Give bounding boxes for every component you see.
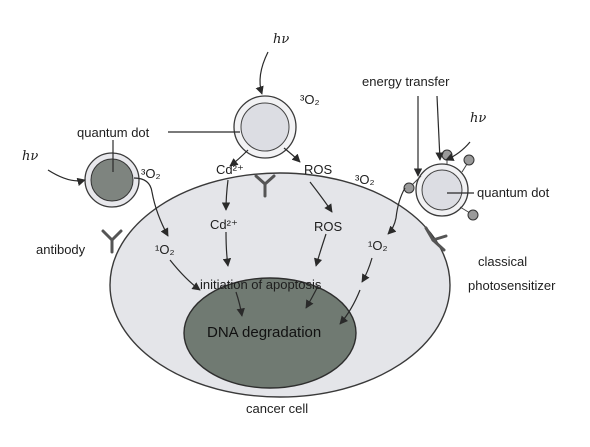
photon-arrow-center [255, 51, 269, 95]
quantum-dot-right [415, 163, 469, 217]
quantum-dot-label-right: quantum dot [477, 185, 550, 200]
photon-arrow-right [445, 141, 471, 161]
apoptosis-arrow-right [339, 289, 361, 325]
classical-label: classical [478, 254, 527, 269]
antibody-label: antibody [36, 242, 86, 257]
triplet-oxygen-left: ³O₂ [141, 166, 161, 181]
ros-label-outer: ROS [304, 162, 333, 177]
photon-arrow-left [47, 169, 86, 187]
quantum-dot-center [233, 95, 297, 159]
energy-transfer-arrow [435, 95, 444, 161]
antibody-icon [254, 174, 276, 198]
singlet-oxygen-right: ¹O₂ [368, 238, 388, 253]
apoptosis-arrow-left [235, 291, 245, 317]
cadmium-ion-label-inner: Cd²⁺ [210, 217, 238, 232]
ros-label-inner: ROS [314, 219, 343, 234]
ros-arrow-3 [314, 233, 327, 267]
cd-arrow-3 [222, 231, 232, 267]
oxygen-arrow-right [387, 187, 406, 235]
triplet-oxygen-right: ³O₂ [355, 172, 375, 187]
photosensitizer-beads [403, 149, 479, 221]
initiation-of-apoptosis-label: initiation of apoptosis [200, 277, 322, 292]
ros-arrow-2 [309, 181, 333, 213]
cd-arrow-2 [221, 179, 231, 211]
singlet-arrow-left [169, 259, 201, 291]
cadmium-ion-label-outer: Cd²⁺ [216, 162, 244, 177]
singlet-oxygen-left: ¹O₂ [155, 242, 175, 257]
apoptosis-arrow-mid [305, 285, 319, 309]
hv-label-center: hν [273, 32, 289, 47]
antibody-icon [101, 229, 123, 254]
antibody-icon [424, 226, 448, 252]
hv-label-right: hν [470, 111, 486, 126]
cancer-cell-label: cancer cell [246, 401, 308, 416]
triplet-oxygen-center: ³O₂ [300, 92, 320, 107]
oxygen-arrow-left [133, 177, 169, 237]
dna-degradation-label: DNA degradation [207, 324, 321, 341]
hv-label-left: hν [22, 149, 38, 164]
quantum-dot-left [84, 152, 140, 208]
energy-transfer-label: energy transfer [362, 74, 450, 89]
cd-arrow-1 [229, 149, 249, 167]
ros-arrow-1 [283, 147, 301, 163]
quantum-dot-label-left: quantum dot [77, 125, 150, 140]
photosensitizer-label: photosensitizer [468, 278, 556, 293]
singlet-arrow-right [361, 257, 373, 283]
